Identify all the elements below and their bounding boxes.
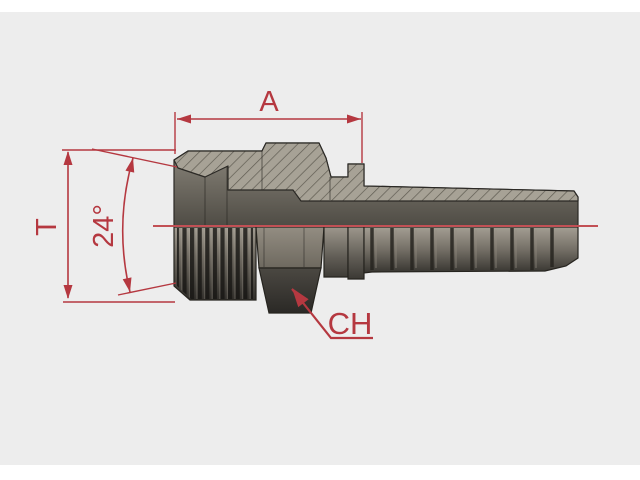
barb-highlights (375, 230, 537, 268)
angle-extension-line (117, 282, 177, 296)
top-matte-strip (0, 0, 640, 12)
cone-angle-dimension: 24° (88, 148, 178, 296)
arrowhead (347, 114, 361, 124)
dim-t-label: T (31, 218, 63, 236)
hex-lower-facet (258, 267, 322, 314)
arrowhead (292, 288, 309, 308)
arrowhead (125, 158, 135, 173)
wrench-size-callout: CH (291, 288, 373, 341)
groove-cylinder (323, 226, 349, 278)
nut-thread-ridges (177, 228, 253, 299)
dim-a-label: A (259, 86, 279, 118)
dimension-a: A (174, 86, 363, 163)
arrowhead (63, 151, 73, 165)
section-detail-lines (204, 151, 331, 226)
arrowhead (63, 285, 73, 299)
section-top-half (173, 142, 579, 227)
angle-arc (121, 157, 134, 293)
cone-angle-label: 24° (88, 204, 120, 248)
leader-line (291, 288, 373, 340)
bottom-matte-strip (0, 465, 640, 480)
fitting-body (153, 142, 598, 314)
section-hatch-wall (173, 142, 579, 202)
wrench-size-label: CH (328, 306, 373, 341)
hose-tail-barb-grooves (370, 228, 554, 270)
angle-extension-line (91, 148, 178, 168)
arrowhead (122, 277, 132, 292)
dimension-t: T (31, 149, 176, 303)
hex-upper-facet (255, 226, 325, 269)
arrowhead (177, 114, 191, 124)
hose-stop-collar (347, 226, 365, 280)
hex-facet-edges (263, 228, 305, 267)
